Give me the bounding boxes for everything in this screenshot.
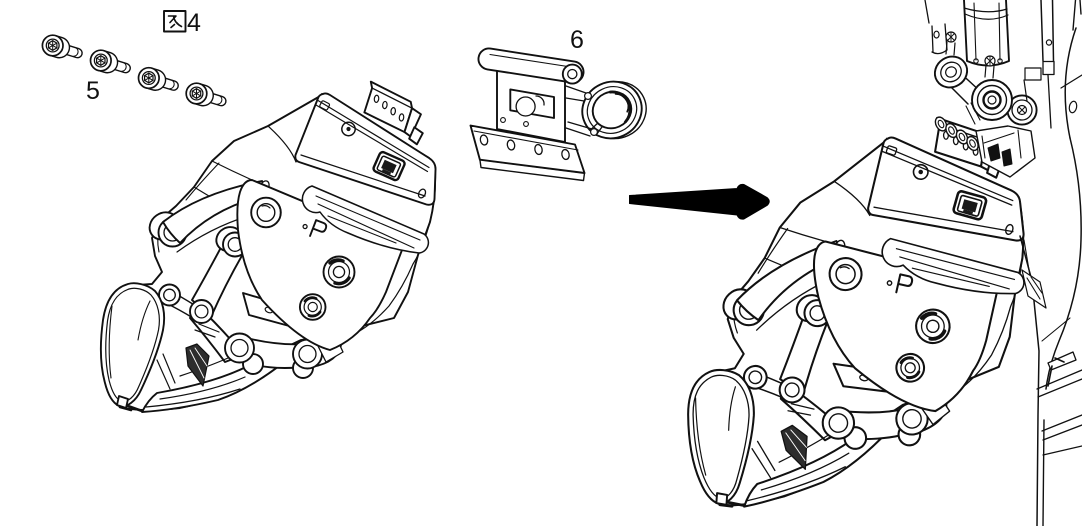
svg-text:4: 4: [187, 9, 201, 37]
svg-text:6: 6: [570, 26, 584, 54]
svg-text:5: 5: [86, 77, 100, 105]
